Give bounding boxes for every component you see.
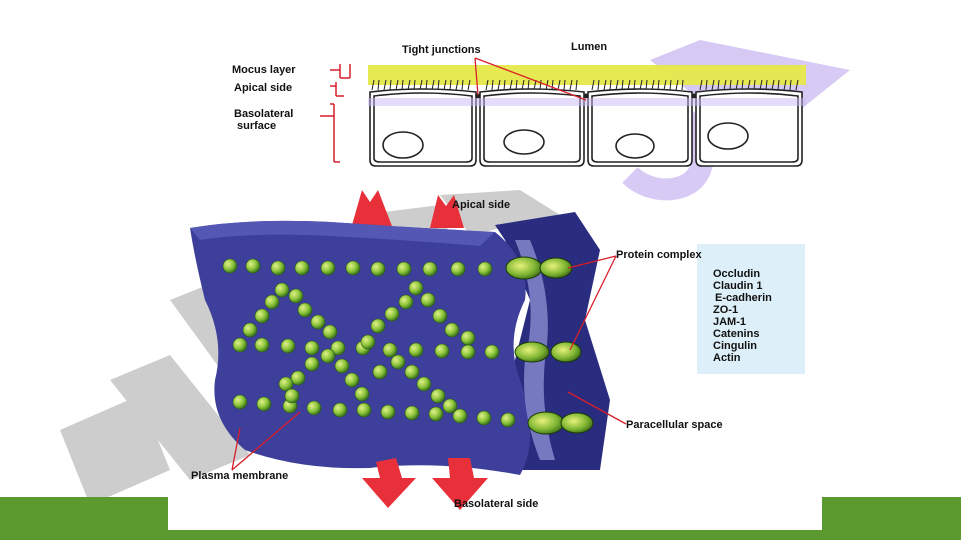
paracellular-space-label: Paracellular space	[626, 419, 723, 431]
nucleus	[382, 131, 424, 159]
protein-item: JAM-1	[713, 316, 747, 328]
mucus-layer-label: Mocus layer	[232, 64, 296, 76]
protein-strand-beads	[222, 258, 516, 428]
epithelial-cell-3	[587, 88, 693, 167]
tight-junction-marker	[475, 93, 481, 99]
protein-item: Claudin 1	[713, 280, 763, 292]
tight-junction-diagram	[190, 190, 627, 510]
protein-complex-beads	[505, 256, 594, 435]
tight-junctions-label: Tight junctions	[402, 44, 481, 56]
protein-complex-label: Protein complex	[616, 249, 702, 261]
bottom-apical-side-label: Apical side	[452, 199, 511, 211]
nucleus	[615, 133, 655, 159]
epithelium-diagram	[320, 57, 806, 167]
tight-junction-marker	[691, 93, 697, 99]
nucleus	[503, 129, 545, 155]
protein-item: Cingulin	[713, 340, 757, 352]
basolateral-arrows	[362, 458, 488, 510]
basolateral-surface-line1: Basolateral	[234, 108, 294, 120]
apical-side-label: Apical side	[234, 82, 293, 94]
mucus-layer	[368, 65, 806, 85]
basolateral-surface-label: Basolateral surface	[234, 108, 293, 132]
plasma-membrane-label: Plasma membrane	[191, 470, 289, 482]
basolateral-side-label: Basolateral side	[454, 498, 539, 510]
protein-item: ZO-1	[713, 304, 739, 316]
bottom-leaders	[231, 255, 627, 471]
footer-bar-base	[0, 530, 961, 540]
nucleus	[707, 122, 749, 150]
layer-brackets	[320, 64, 351, 163]
protein-item: E-cadherin	[715, 292, 772, 304]
tight-junction-marker	[583, 93, 589, 99]
protein-item: Actin	[713, 352, 741, 364]
protein-item: Catenins	[713, 328, 760, 340]
protein-item: Occludin	[713, 268, 761, 280]
tight-junction-leaders	[474, 57, 587, 101]
lumen-label: Lumen	[571, 41, 608, 53]
apical-arrows	[352, 190, 464, 228]
basolateral-surface-line2: surface	[237, 120, 277, 132]
